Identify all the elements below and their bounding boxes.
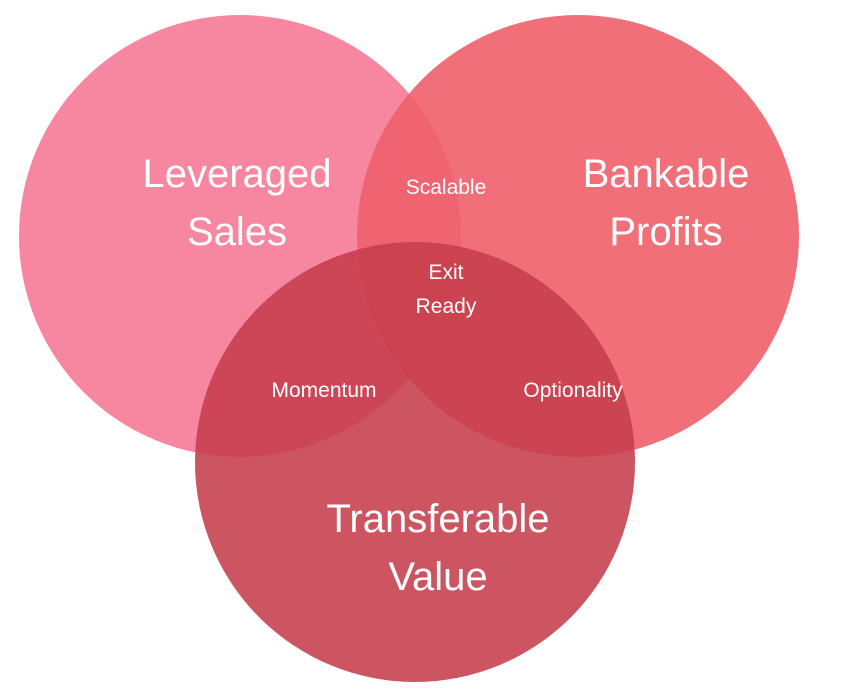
label-transferable-value-line1: Transferable bbox=[326, 497, 549, 541]
label-leveraged-sales-line2: Sales bbox=[187, 210, 287, 254]
label-exit-ready-line1: Exit bbox=[428, 261, 463, 284]
label-optionality: Optionality bbox=[523, 379, 623, 402]
label-bankable-profits-line1: Bankable bbox=[583, 152, 750, 196]
label-momentum: Momentum bbox=[271, 379, 376, 402]
label-transferable-value-line2: Value bbox=[388, 555, 487, 599]
label-exit-ready-line2: Ready bbox=[416, 295, 477, 318]
label-leveraged-sales-line1: Leveraged bbox=[142, 152, 331, 196]
label-bankable-profits-line2: Profits bbox=[609, 210, 722, 254]
circle-transferable-value bbox=[195, 242, 635, 682]
label-scalable: Scalable bbox=[406, 176, 487, 199]
